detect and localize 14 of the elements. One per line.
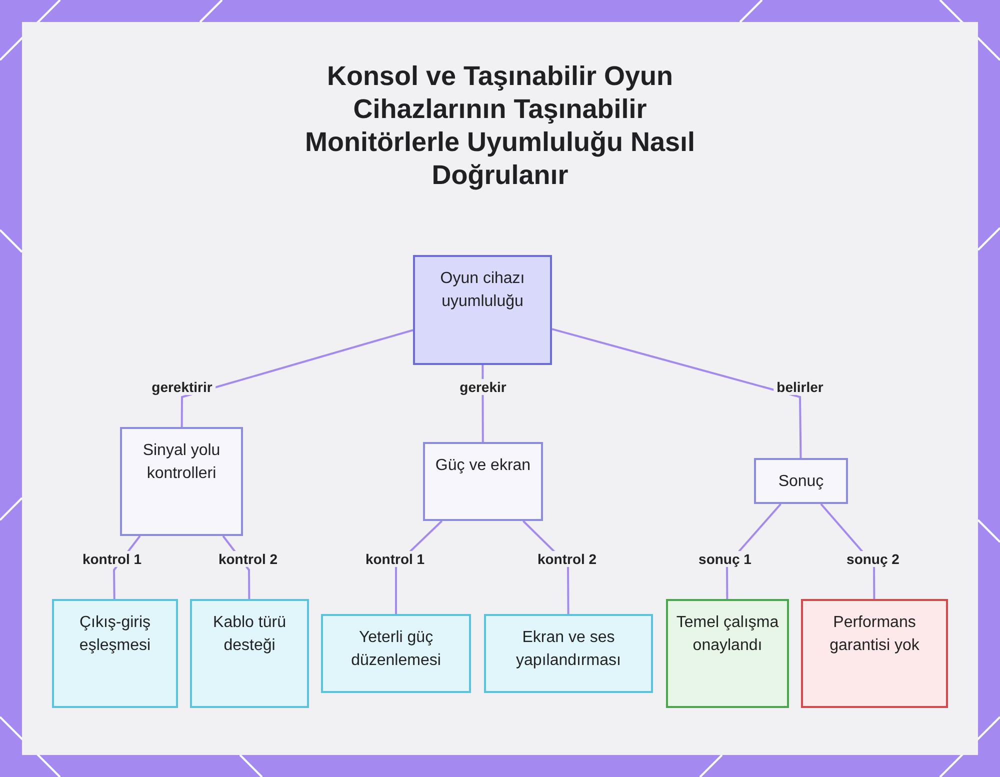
connector-line — [552, 328, 802, 458]
category-box: Sinyal yolu kontrolleri — [120, 427, 243, 536]
check-box: Kablo türü desteği — [190, 599, 309, 708]
category-box: Sonuç — [754, 458, 848, 504]
check-box: Çıkış-giriş eşleşmesi — [52, 599, 178, 708]
category-box: Güç ve ekran — [423, 442, 543, 521]
outcome-box: Performans garantisi yok — [801, 599, 948, 708]
diagram-title: Konsol ve Taşınabilir Oyun Cihazlarının Taşınabilir Monitörlerle Uyumluluğu Nasıl Doğrulanır — [304, 60, 696, 192]
check-box: Ekran ve ses yapılandırması — [484, 614, 653, 693]
connector-line — [180, 329, 414, 427]
outcome-box: Temel çalışma onaylandı — [666, 599, 789, 708]
edge-label: belirler — [774, 379, 826, 395]
check-box: Yeterli güç düzenlemesi — [321, 614, 471, 693]
root-box: Oyun cihazı uyumluluğu — [413, 255, 552, 365]
